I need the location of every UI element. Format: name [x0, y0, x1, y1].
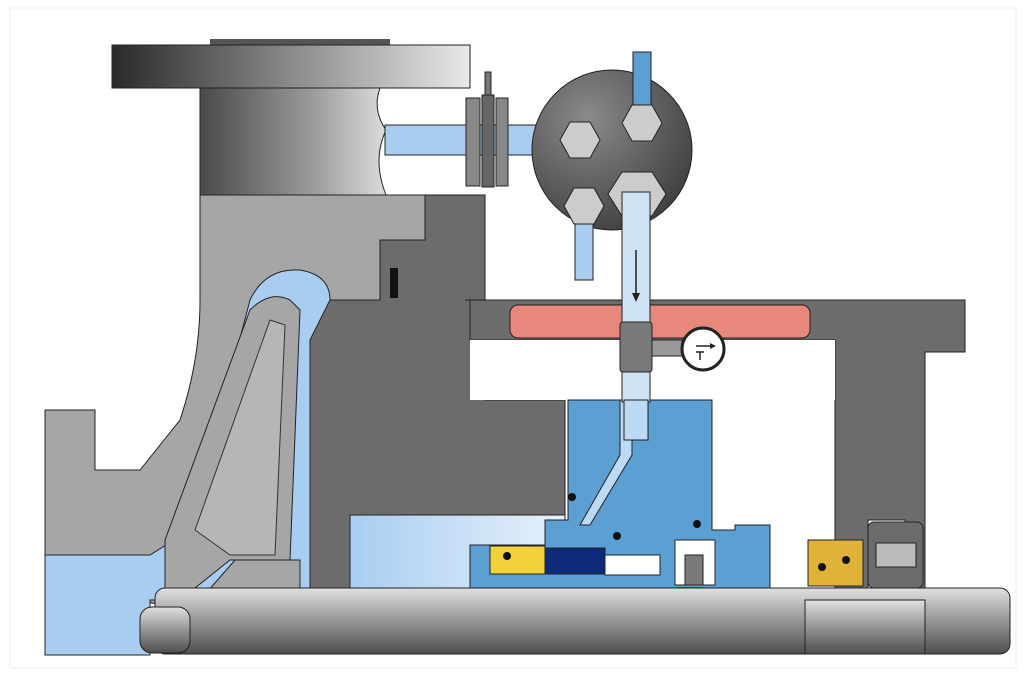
seal-rotating-face [489, 545, 546, 575]
heater-bar [509, 304, 811, 339]
bearing-race [875, 542, 917, 568]
seal-insert [544, 547, 606, 575]
hex-fitting [559, 121, 601, 159]
o-ring [693, 520, 701, 528]
o-ring [503, 552, 511, 560]
restriction-orifice [623, 399, 649, 441]
hex-fitting [563, 187, 605, 225]
pipe-flange [465, 71, 509, 188]
shaft-step [804, 599, 926, 655]
seal-sleeve-part [604, 554, 661, 576]
flow-arrow-head [632, 293, 640, 302]
o-ring [568, 493, 576, 501]
impeller-nut [139, 606, 191, 654]
set-screw [684, 554, 704, 586]
hex-fitting [621, 104, 663, 142]
distribution-plate [531, 69, 693, 231]
bearing-isolator [807, 539, 864, 587]
o-ring [613, 532, 621, 540]
gauge-stem [651, 339, 683, 357]
gasket [390, 268, 398, 298]
pipe-tee [619, 321, 653, 373]
o-ring [818, 563, 826, 571]
pressure-gauge [680, 326, 726, 372]
o-ring [842, 556, 850, 564]
impeller-vane [194, 319, 286, 556]
